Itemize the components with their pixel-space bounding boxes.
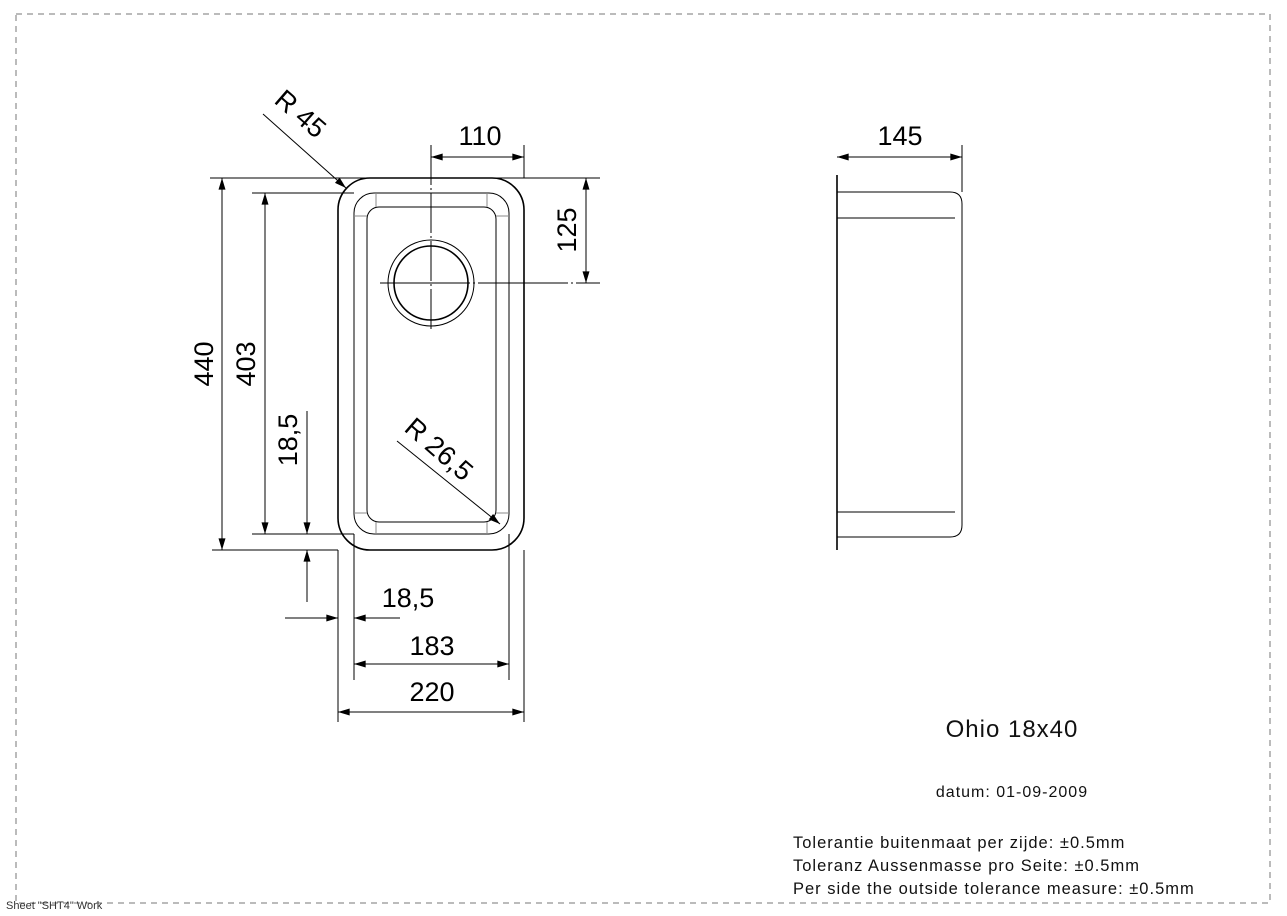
drawing-date: datum: 01-09-2009 bbox=[936, 784, 1088, 801]
drawing-title: Ohio 18x40 bbox=[946, 716, 1079, 743]
sheet-label: Sheet "SHT4" Work bbox=[6, 900, 103, 912]
dim-403: 403 bbox=[231, 341, 261, 386]
dim-183: 183 bbox=[409, 631, 454, 661]
dim-145: 145 bbox=[877, 121, 922, 151]
tolerance-en: Per side the outside tolerance measure: … bbox=[793, 880, 1195, 898]
sink-side-view bbox=[836, 145, 963, 550]
dim-110: 110 bbox=[458, 121, 501, 151]
tolerance-nl: Tolerantie buitenmaat per zijde: ±0.5mm bbox=[793, 834, 1125, 852]
sink-top-view bbox=[337, 145, 600, 551]
dim-440: 440 bbox=[189, 341, 219, 386]
sheet-border bbox=[15, 13, 1271, 904]
dim-18-5-vertical: 18,5 bbox=[273, 414, 303, 467]
dim-18-5-horizontal: 18,5 bbox=[382, 583, 435, 613]
tolerance-de: Toleranz Aussenmasse pro Seite: ±0.5mm bbox=[793, 857, 1140, 875]
dim-220: 220 bbox=[409, 677, 454, 707]
dim-125: 125 bbox=[552, 207, 582, 252]
dimension-lines bbox=[210, 113, 600, 722]
dim-r45: R 45 bbox=[269, 84, 332, 144]
dim-r26-5: R 26,5 bbox=[399, 412, 479, 487]
